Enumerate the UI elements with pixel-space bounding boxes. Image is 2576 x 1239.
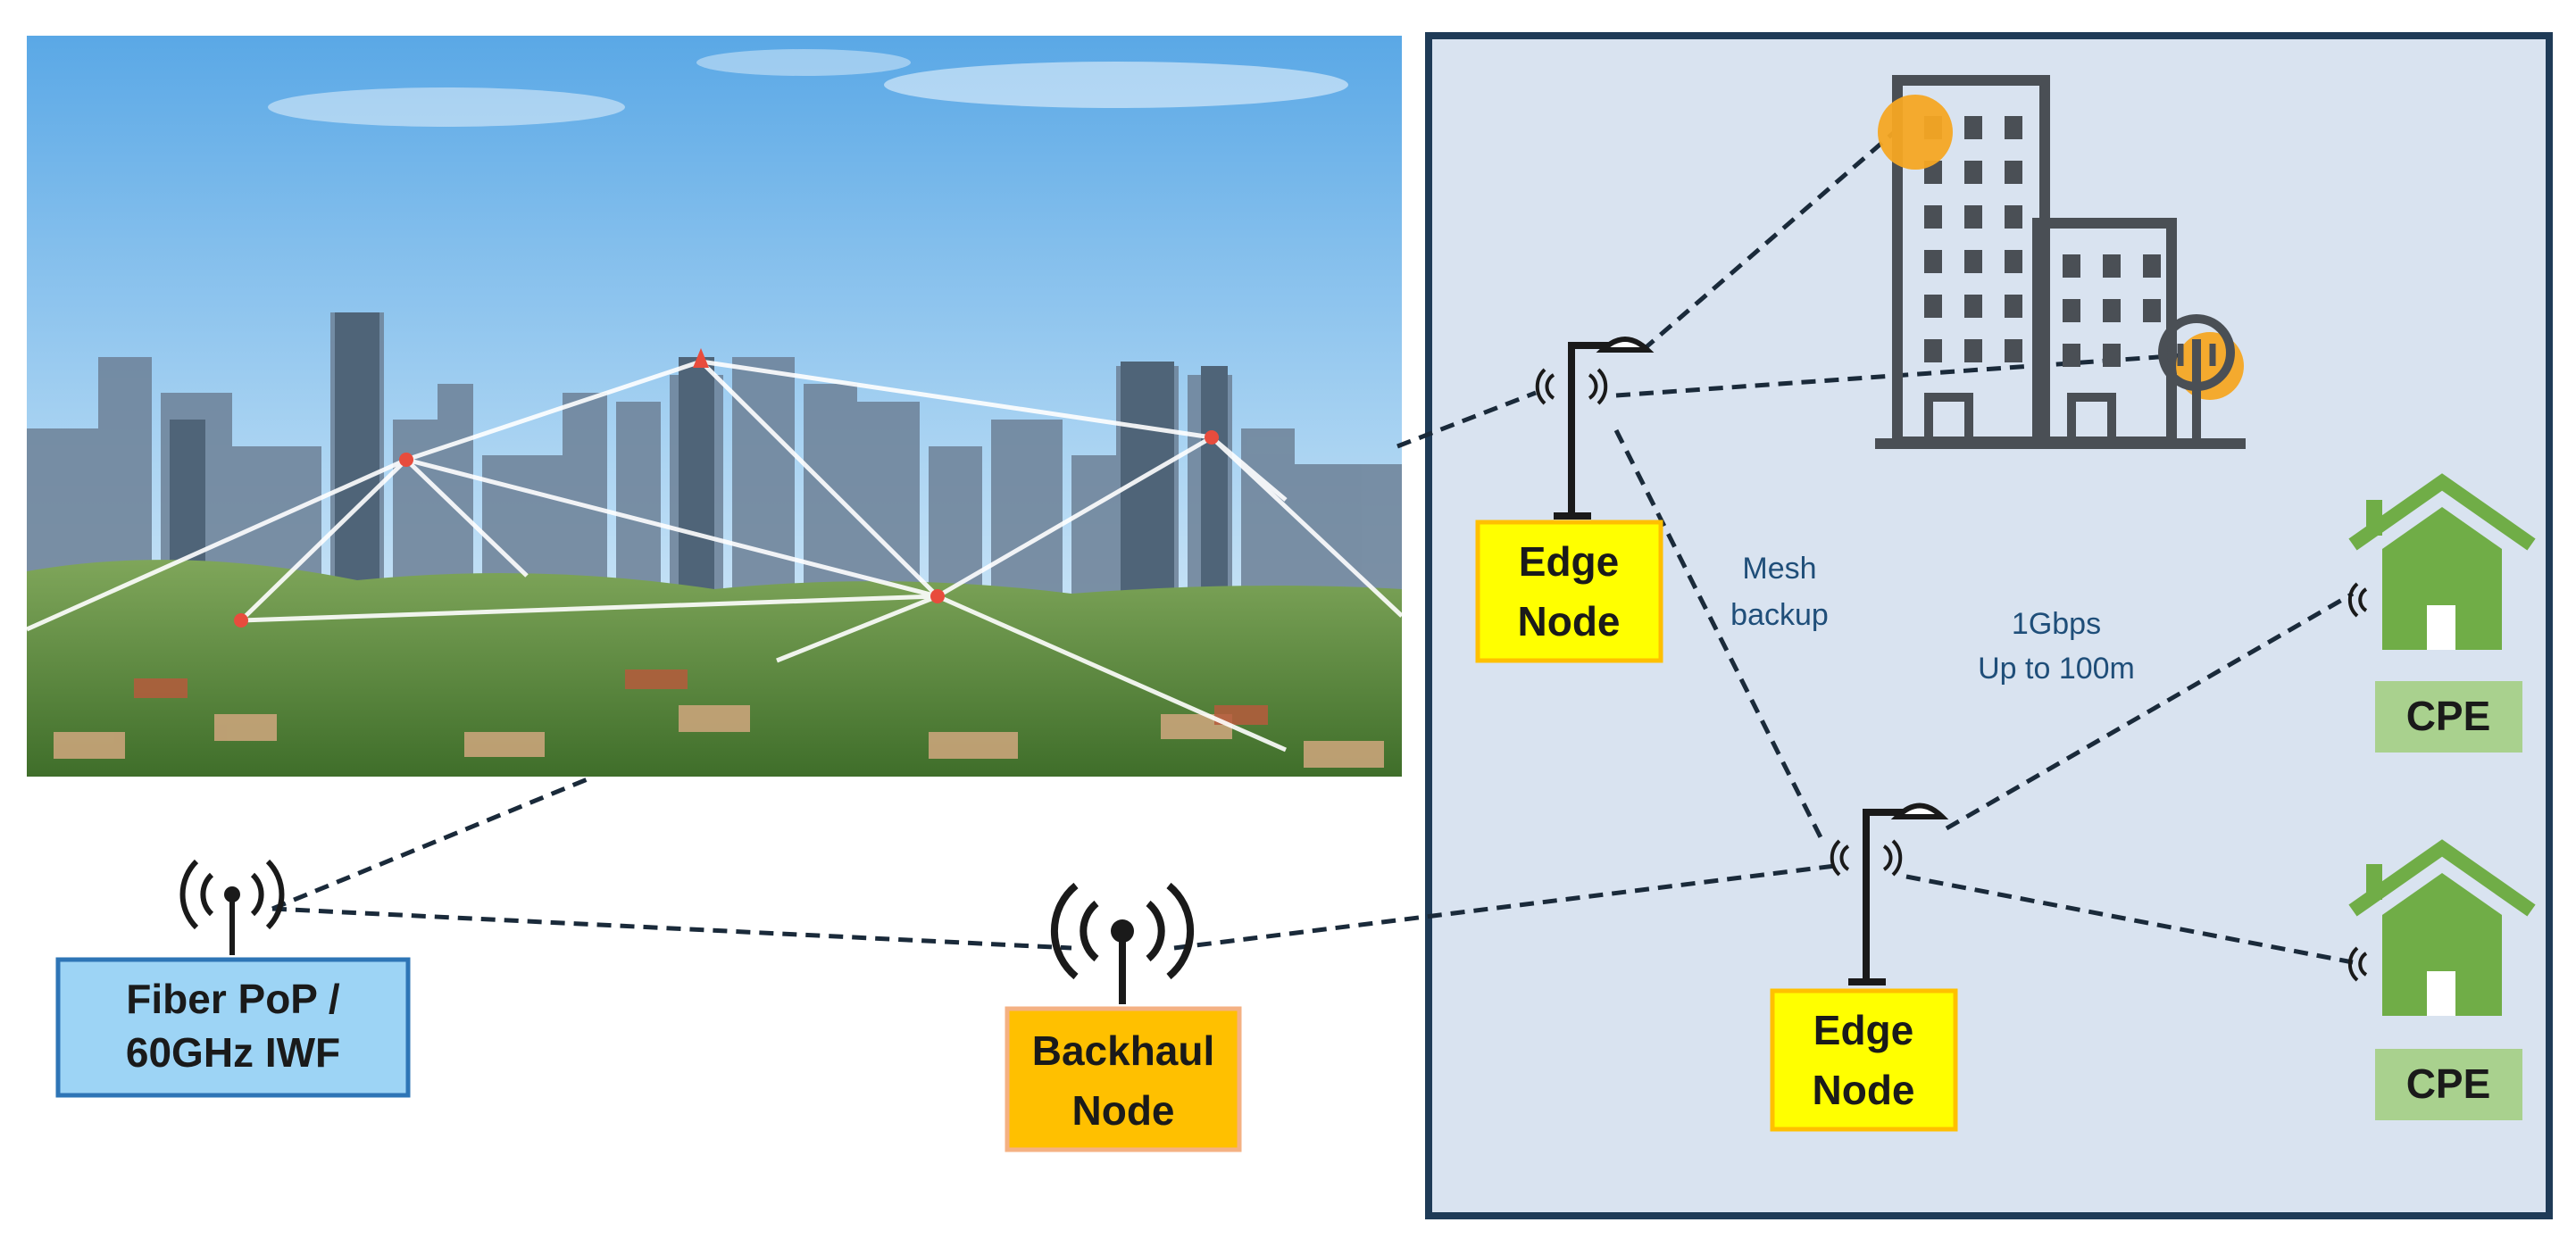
edge-node-top-streetlight-icon bbox=[1535, 337, 1655, 520]
mesh-backup-note-line2: backup bbox=[1730, 598, 1829, 632]
link-range-note-line2: Up to 100m bbox=[1978, 652, 2135, 686]
office-building-icon bbox=[1875, 75, 2246, 449]
mesh-backup-note-line1: Mesh bbox=[1742, 552, 1816, 586]
fiber-pop-antenna-icon bbox=[179, 859, 285, 955]
fiber-pop-label-line1: Fiber PoP / bbox=[126, 976, 340, 1022]
cpe-bottom-box bbox=[2375, 1049, 2522, 1120]
backhaul-node-box bbox=[1005, 1006, 1242, 1152]
backhaul-label-line1: Backhaul bbox=[1032, 1027, 1215, 1074]
edge-bottom-label-line2: Node bbox=[1813, 1067, 1915, 1113]
cpe-bottom-label: CPE bbox=[2406, 1060, 2491, 1107]
backhaul-label-line2: Node bbox=[1072, 1087, 1175, 1134]
edge-node-bottom-streetlight-icon bbox=[1830, 802, 1949, 985]
city-skyline-photo bbox=[25, 36, 1404, 777]
fiber-pop-box bbox=[55, 957, 411, 1098]
cpe-top-box bbox=[2375, 681, 2522, 753]
edge-node-top-box bbox=[1475, 520, 1663, 663]
edge-node-bottom-box bbox=[1770, 988, 1958, 1132]
fiber-pop-label-line2: 60GHz IWF bbox=[126, 1029, 340, 1076]
cpe-top-label: CPE bbox=[2406, 693, 2491, 739]
link-speed-note-line1: 1Gbps bbox=[2012, 607, 2101, 641]
edge-top-label-line2: Node bbox=[1518, 598, 1621, 644]
edge-bottom-label-line1: Edge bbox=[1813, 1007, 1913, 1053]
cpe-top-house-icon bbox=[2347, 473, 2536, 650]
wireless-links bbox=[271, 128, 2355, 965]
edge-top-label-line1: Edge bbox=[1519, 538, 1619, 585]
cpe-bottom-house-icon bbox=[2347, 839, 2536, 1016]
backhaul-antenna-icon bbox=[1050, 882, 1195, 1004]
